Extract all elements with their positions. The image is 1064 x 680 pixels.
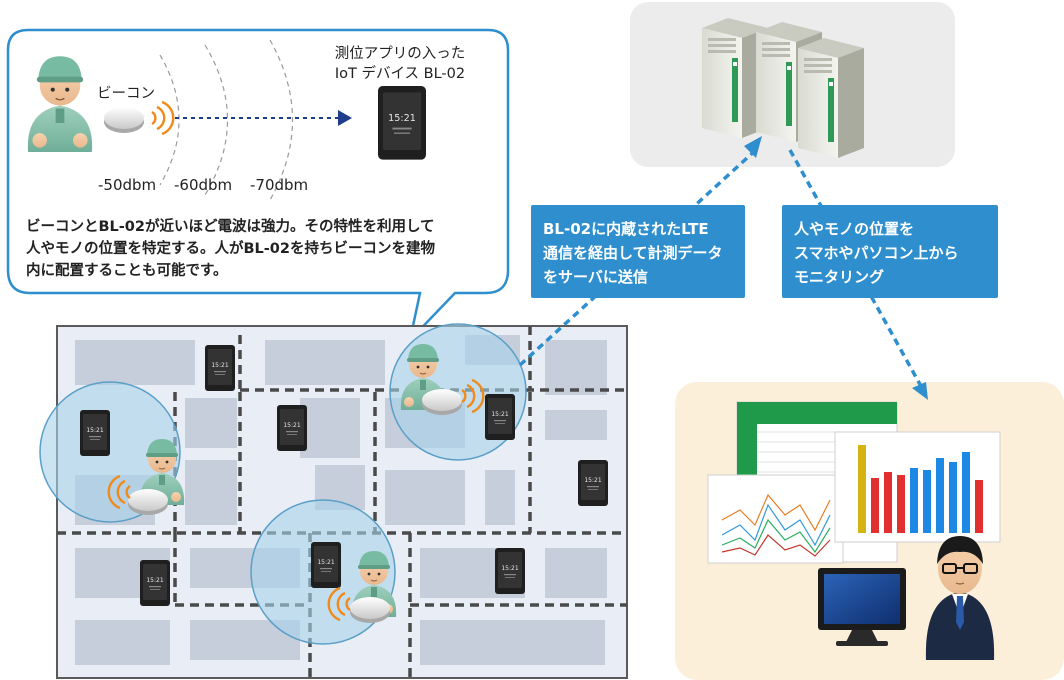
pc-monitoring-area xyxy=(675,382,1064,680)
monitoring-info-box: 人やモノの位置を スマホやパソコン上から モニタリング xyxy=(782,205,998,298)
dbm-label-60: -60dbm xyxy=(174,176,233,194)
server-area xyxy=(630,2,955,167)
signal-range-arcs xyxy=(159,39,294,201)
monitoring-line-1: 人やモノの位置を xyxy=(794,220,915,238)
lte-line-2: 通信を経由して計測データ xyxy=(543,244,723,262)
beacon-label: ビーコン xyxy=(97,86,155,102)
arrow-head-icon xyxy=(744,136,762,158)
lte-line-3: をサーバに送信 xyxy=(543,268,648,286)
arrow-head-icon xyxy=(338,110,352,126)
arrow-head-icon xyxy=(912,382,928,400)
monitoring-line-3: モニタリング xyxy=(794,268,885,286)
device-title-line-2: IoT デバイス BL-02 xyxy=(334,66,466,82)
description-text: ビーコンとBL-02が近いほど電波は強力。その特性を利用して 人やモノの位置を特… xyxy=(26,216,501,282)
dbm-label-70: -70dbm xyxy=(250,176,309,194)
monitoring-line-2: スマホやパソコン上から xyxy=(794,244,959,262)
lte-info-box: BL-02に内蔵されたLTE 通信を経由して計測データ をサーバに送信 xyxy=(531,205,745,298)
bl02-device-icon xyxy=(378,86,426,160)
description-line-3: 内に配置することも可能です。 xyxy=(26,263,228,279)
device-title-line-1: 測位アプリの入った xyxy=(334,46,466,62)
device-title: 測位アプリの入った IoT デバイス BL-02 xyxy=(300,44,500,84)
dbm-label-50: -50dbm xyxy=(98,176,157,194)
description-line-1: ビーコンとBL-02が近いほど電波は強力。その特性を利用して xyxy=(26,219,435,235)
beacon-device-icon xyxy=(104,107,144,133)
lte-line-1: BL-02に内蔵されたLTE xyxy=(543,220,709,238)
description-line-2: 人やモノの位置を特定する。人がBL-02を持ちビーコンを建物 xyxy=(26,241,435,257)
